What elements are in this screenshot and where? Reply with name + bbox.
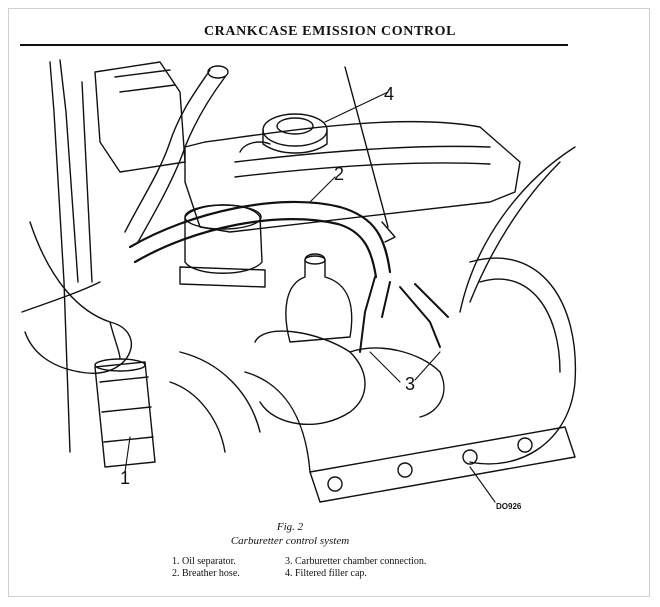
legend-column-2: 3. Carburetter chamber connection. 4. Fi… [285, 556, 426, 580]
cable [459, 146, 576, 313]
oil-separator [94, 361, 156, 468]
callout-leader-1 [124, 436, 131, 473]
rocker-cover [184, 120, 521, 233]
chassis-rail [59, 59, 79, 283]
callout-3: 3 [405, 374, 416, 394]
legend-item: 1. Oil separator. [172, 556, 236, 567]
page-frame [8, 8, 650, 597]
figure-reference-code: DO926 [496, 502, 522, 511]
figure-title: Carburetter control system [230, 535, 350, 547]
carb-connection [414, 283, 449, 318]
callout-4: 4 [384, 84, 395, 104]
breather-hose [133, 218, 378, 279]
chassis-rail [49, 61, 71, 453]
carb-connection [381, 281, 391, 318]
legend-item: 2. Breather hose. [172, 568, 240, 579]
cross-bar [309, 426, 576, 503]
chassis-rail [81, 81, 93, 283]
legend-item: 3. Carburetter chamber connection. [285, 556, 427, 567]
carb-connection [399, 286, 441, 348]
cable [469, 161, 561, 303]
callout-leader-4 [324, 91, 389, 123]
carb-dashpot [285, 253, 353, 343]
engine-diagram [21, 59, 577, 503]
ref-leader [469, 466, 496, 503]
callout-leader-2 [309, 176, 336, 203]
header-rule [20, 44, 568, 46]
figure-number: Fig. 2 [276, 521, 304, 533]
upper-hose [137, 76, 226, 243]
breather-hose [128, 200, 392, 274]
carb-connection [359, 276, 376, 353]
legend-item: 4. Filtered filler cap. [285, 568, 367, 579]
left-hose [21, 281, 101, 313]
left-hose [24, 221, 132, 374]
upper-hose [124, 69, 211, 233]
carb-body [254, 330, 366, 425]
top-box [94, 61, 186, 173]
legend-column-1: 1. Oil separator. 2. Breather hose. [172, 556, 240, 580]
air-cleaner-right [469, 257, 577, 465]
page-title: CRANKCASE EMISSION CONTROL [203, 24, 457, 39]
callout-2: 2 [334, 164, 345, 184]
callout-leader-3 [369, 351, 441, 383]
dipstick [344, 66, 389, 228]
callout-1: 1 [120, 468, 131, 488]
